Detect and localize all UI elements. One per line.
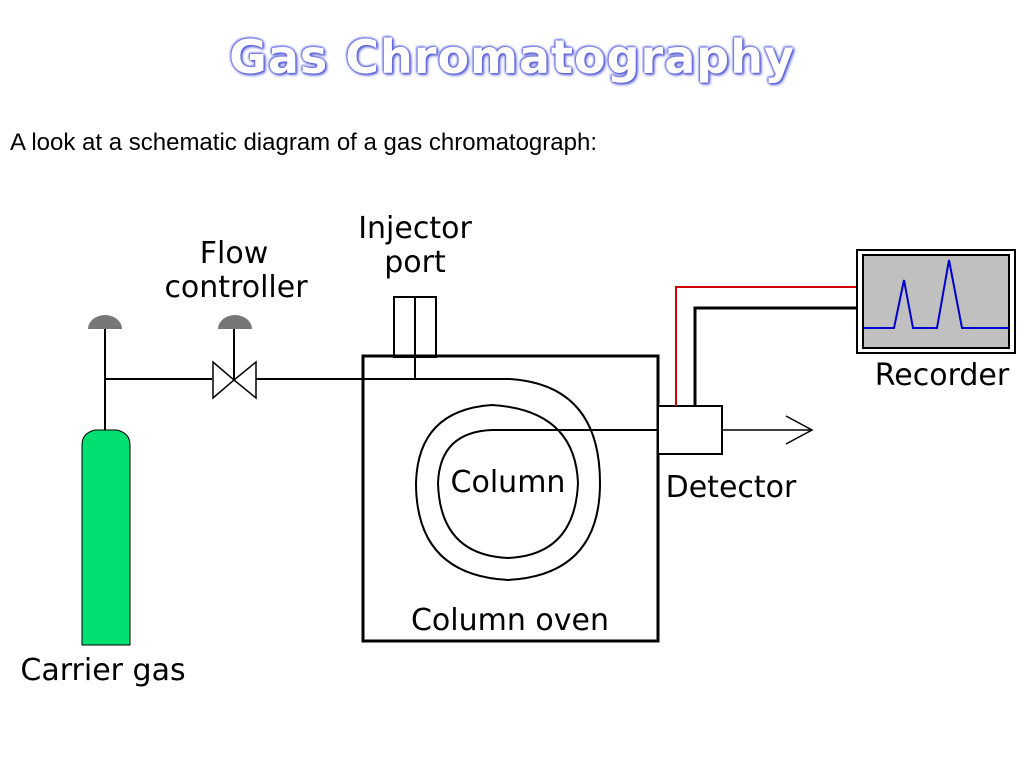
signal-wire-black [693,306,857,406]
recorder [856,249,1016,354]
carrier-gas-label: Carrier gas [20,653,185,688]
injector-label-line2: port [384,245,446,280]
column-coil [365,378,658,582]
column-oven-label: Column oven [411,603,609,638]
detector-label: Detector [666,470,797,505]
subtitle: A look at a schematic diagram of a gas c… [10,129,597,156]
carrier-gas-cylinder [81,429,131,646]
page-title: Gas Chromatography [229,30,795,84]
recorder-label: Recorder [875,358,1010,393]
detector-box [657,405,723,455]
column-oven-box [361,354,660,643]
column-label: Column [451,465,566,500]
exit-arrow [722,415,814,445]
signal-wire-red [675,286,857,406]
flow-controller-label-line2: controller [164,270,308,305]
cylinder-knob [88,315,122,329]
injector-label-line1: Injector [358,211,472,246]
flow-controller-label-line1: Flow [200,236,268,271]
chromatogram-trace [863,259,1009,329]
flow-controller-valve [212,315,257,400]
injector-port [393,296,437,379]
